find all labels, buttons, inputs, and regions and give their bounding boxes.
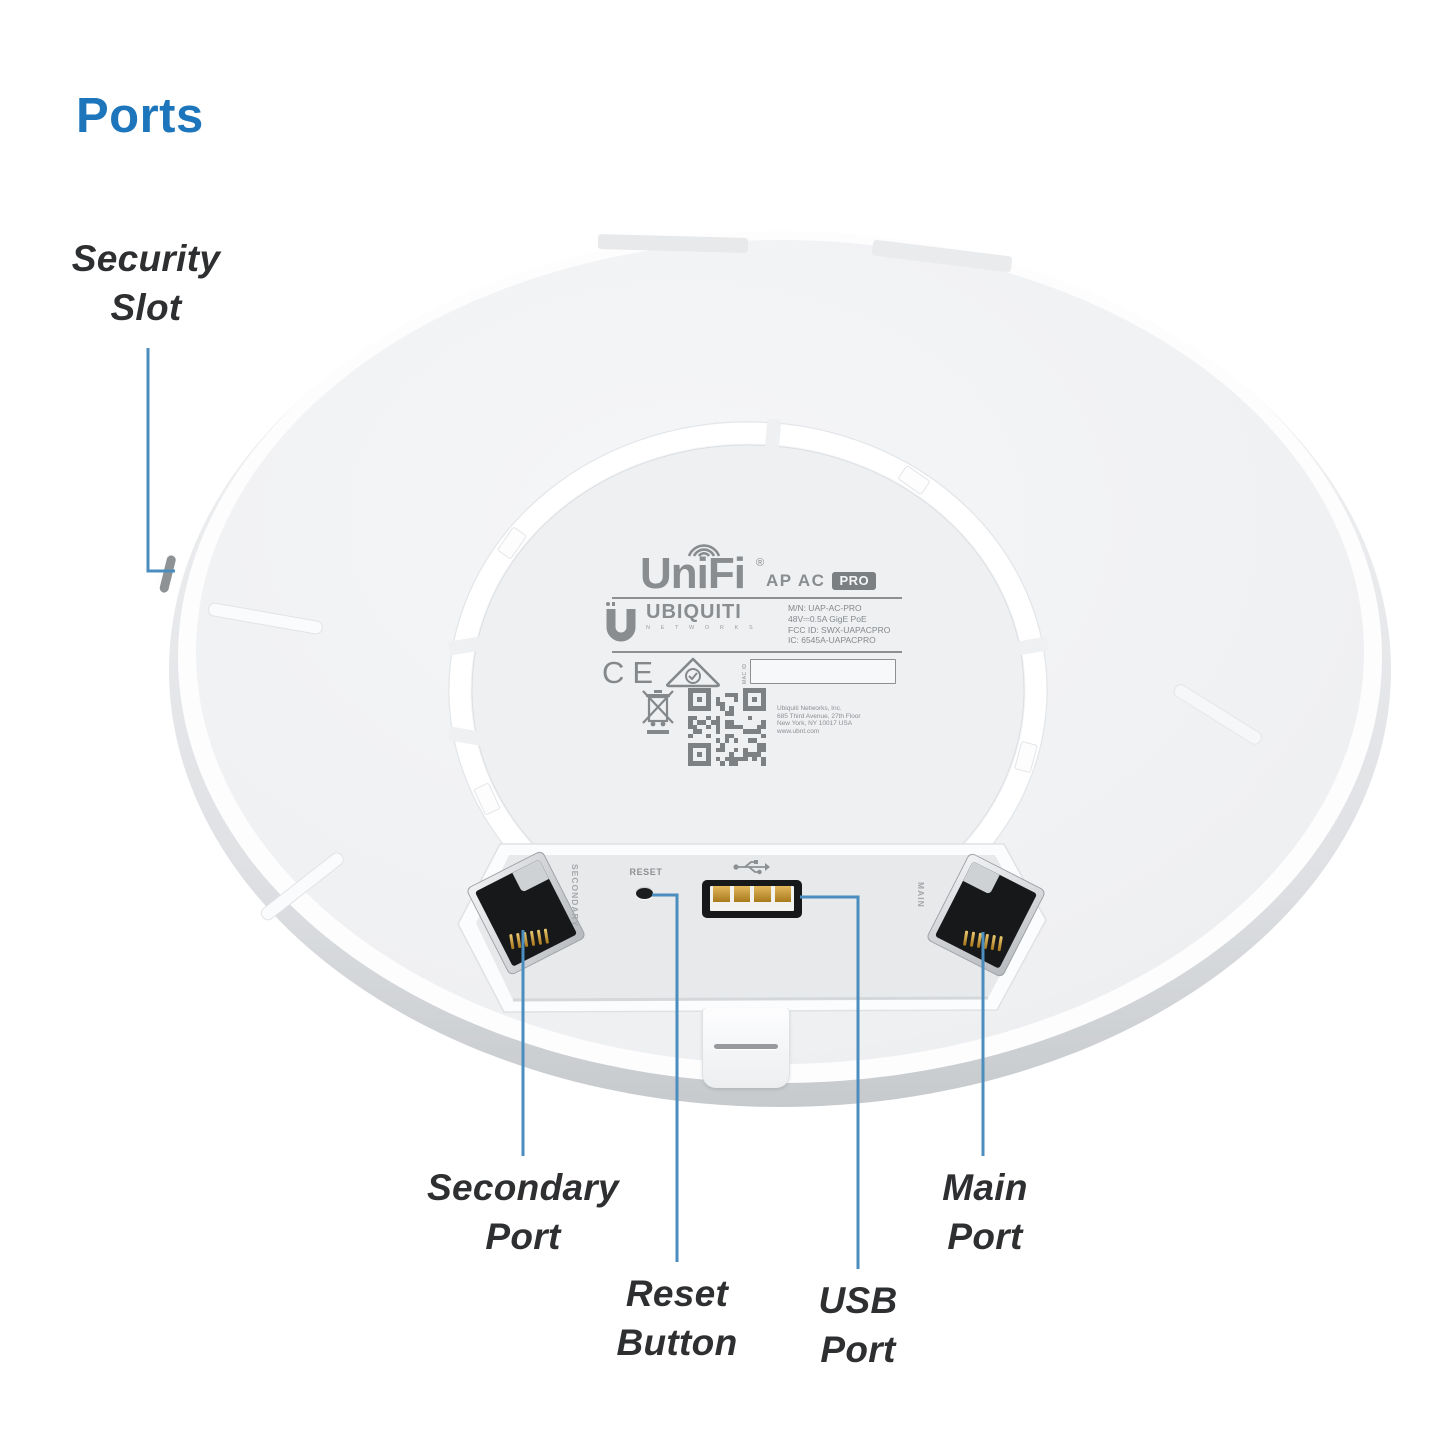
- usb-tongue: [710, 886, 794, 911]
- brand-name: UBIQUITI: [646, 601, 742, 623]
- brand-sub: N E T W O R K S: [646, 625, 758, 631]
- ce-mark: CE: [602, 655, 662, 690]
- ring-tab: [473, 783, 501, 815]
- label-divider: [612, 651, 902, 653]
- ring-tab: [497, 527, 527, 559]
- label-divider: [612, 597, 902, 599]
- port-bay-surface: [476, 855, 1030, 1000]
- unifi-registered-mark: ®: [756, 557, 765, 569]
- ring-gap: [764, 418, 782, 452]
- port-bay-shadow: [512, 996, 989, 1002]
- manufacturer-address: Ubiquiti Networks, Inc. 685 Third Avenue…: [777, 705, 861, 735]
- ubiquiti-u-icon: [606, 602, 636, 642]
- pro-badge: PRO: [832, 572, 877, 590]
- rj45-latch-notch: [963, 861, 1000, 895]
- ring-gap: [1015, 636, 1049, 656]
- mac-id-caption: MAC ID: [742, 663, 748, 685]
- usb-port: [702, 880, 802, 918]
- ring-gap: [448, 726, 482, 746]
- surface-ridge: [1173, 684, 1262, 745]
- model-name: AP AC: [766, 571, 826, 590]
- main-port-caption: MAIN: [916, 882, 926, 908]
- rj45-latch-notch: [512, 859, 549, 893]
- rcm-mark-icon: [666, 657, 720, 688]
- usb-icon: [733, 860, 770, 875]
- regulatory-specs: M/N: UAP-AC-PRO 48V⎓0.5A GigE PoE FCC ID…: [788, 603, 891, 646]
- rim-notch: [871, 239, 1013, 273]
- rim-notch: [597, 234, 749, 253]
- surface-ridge: [260, 852, 344, 921]
- rj45-pins: [962, 930, 1003, 952]
- wifi-arcs-icon: [687, 544, 721, 557]
- locking-tab-slit: [714, 1044, 778, 1049]
- reset-button-dot: [636, 888, 653, 899]
- secondary-port-caption: SECONDARY: [570, 864, 580, 927]
- surface-ridge: [208, 602, 323, 635]
- reset-caption: RESET: [629, 867, 663, 877]
- rj45-pins: [509, 928, 550, 950]
- mac-id-box: [750, 659, 896, 684]
- locking-tab: [702, 1008, 790, 1088]
- qr-code: [688, 688, 766, 766]
- page-title: Ports: [76, 89, 204, 143]
- weee-bin-icon: [642, 690, 674, 734]
- ring-gap: [448, 636, 482, 656]
- ring-tab: [1014, 741, 1038, 773]
- ring-tab: [898, 465, 930, 495]
- unifi-logo: UniFi: [640, 549, 746, 598]
- security-slot-cutout: [154, 555, 176, 593]
